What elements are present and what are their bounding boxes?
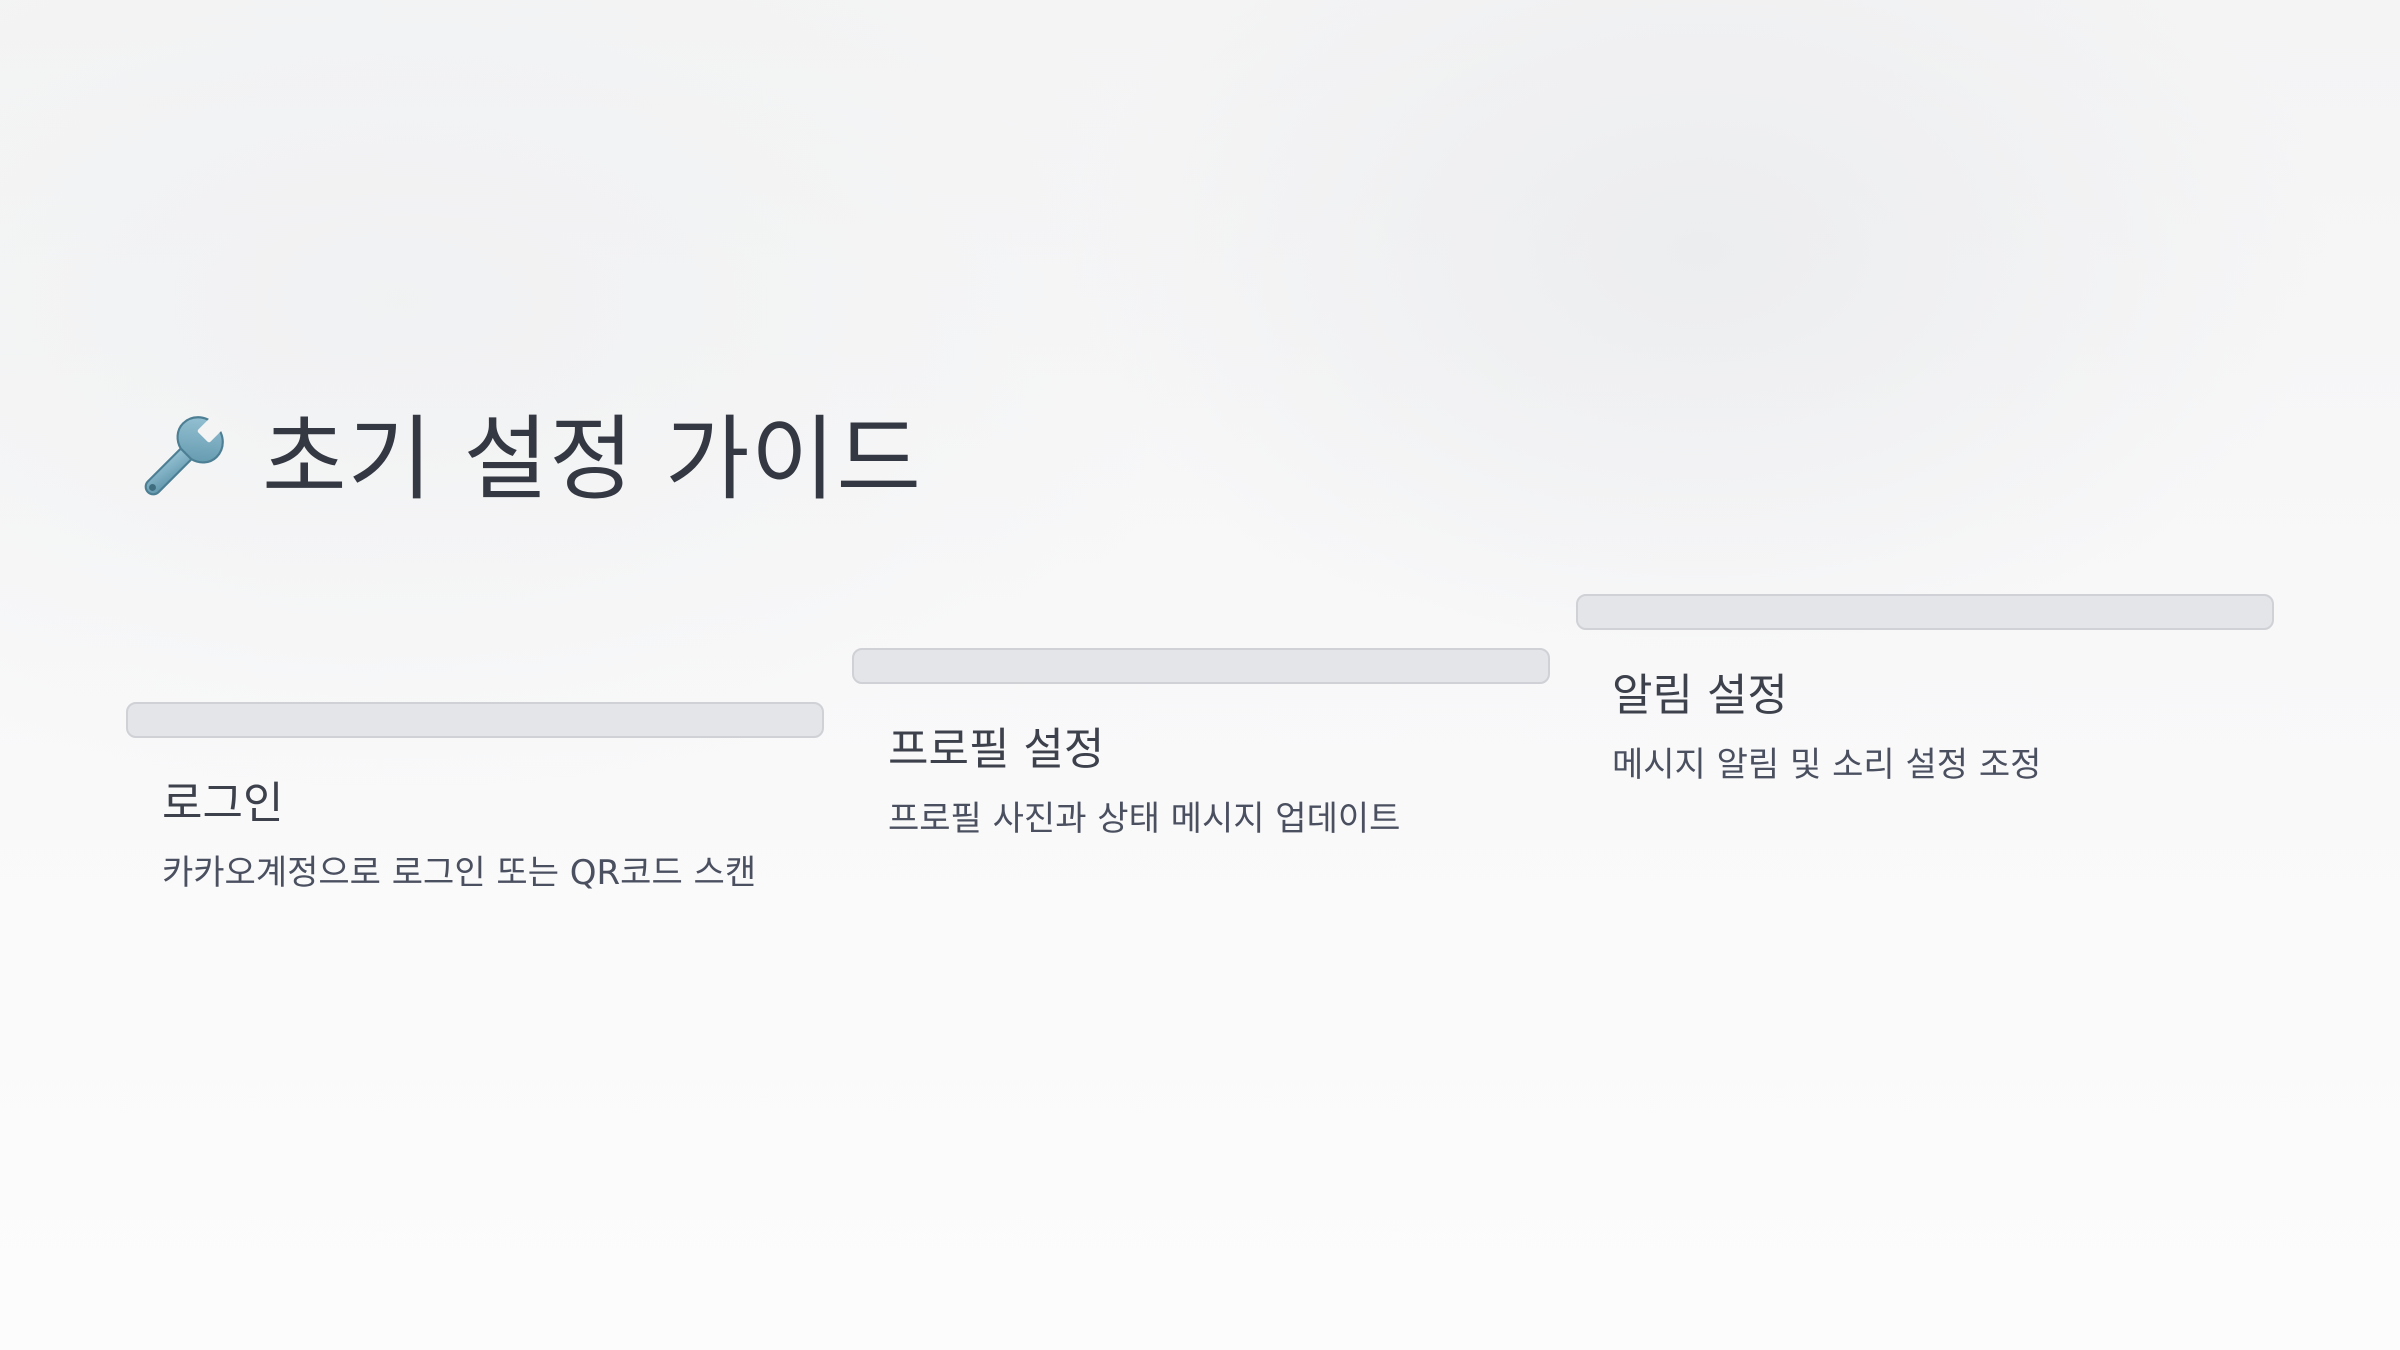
step-title: 알림 설정 (1612, 670, 1788, 721)
step-title: 로그인 (162, 778, 284, 829)
step-description: 메시지 알림 및 소리 설정 조정 (1612, 744, 2042, 785)
step-card-notifications: 알림 설정 메시지 알림 및 소리 설정 조정 (1576, 594, 2274, 786)
wrench-icon (144, 415, 225, 496)
step-bar (126, 702, 824, 738)
page-title: 초기 설정 가이드 (262, 406, 922, 513)
step-card-profile: 프로필 설정 프로필 사진과 상태 메시지 업데이트 (852, 648, 1550, 840)
step-bar (852, 648, 1550, 684)
page-header: 초기 설정 가이드 (126, 405, 922, 515)
step-card-login: 로그인 카카오계정으로 로그인 또는 QR코드 스캔 (126, 702, 824, 894)
step-description: 프로필 사진과 상태 메시지 업데이트 (888, 798, 1401, 839)
step-description: 카카오계정으로 로그인 또는 QR코드 스캔 (162, 852, 757, 893)
step-bar (1576, 594, 2274, 630)
step-title: 프로필 설정 (888, 724, 1105, 775)
